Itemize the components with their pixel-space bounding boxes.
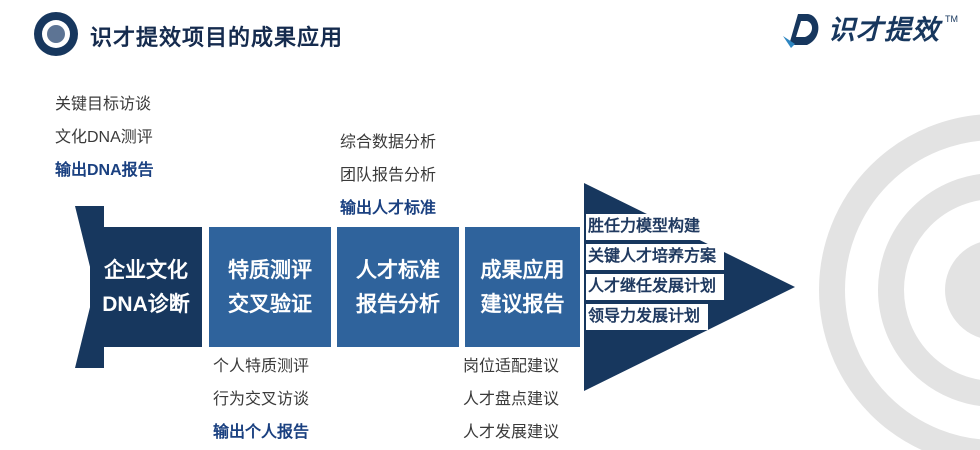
page-title: 识才提效项目的成果应用: [90, 25, 344, 50]
brand-name: 识才提效: [828, 15, 940, 45]
outcome-line: 人才继任发展计划: [586, 274, 725, 300]
header-target-logo-ring: [42, 20, 70, 48]
stage-label-line: 报告分析: [356, 292, 440, 316]
brand-d-icon: [783, 14, 819, 48]
brand-logo: 识才提效 TM: [781, 10, 958, 50]
stage-block-talent-standard: 人才标准 报告分析: [337, 227, 459, 347]
stage-label-line: 企业文化: [104, 258, 188, 282]
annotation-line: 文化DNA测评: [55, 129, 153, 146]
annotation-highlight-line: 输出人才标准: [340, 200, 437, 217]
outcome-line: 胜任力模型构建: [586, 214, 709, 240]
annotation-line: 个人特质测评: [213, 358, 310, 375]
stage-block-trait-assessment: 特质测评 交叉验证: [209, 227, 331, 347]
stage-label-line: 特质测评: [228, 258, 312, 282]
outcome-line: 领导力发展计划: [586, 304, 709, 330]
annotation-highlight-line: 输出DNA报告: [55, 162, 154, 179]
stage-label-line: 交叉验证: [228, 292, 312, 316]
annotation-line: 岗位适配建议: [463, 358, 560, 375]
annotation-stage3-above: 综合数据分析 团队报告分析 输出人才标准: [340, 126, 436, 225]
annotation-line: 人才发展建议: [463, 424, 560, 441]
annotation-highlight-line: 输出个人报告: [213, 424, 310, 441]
stage-label-line: DNA诊断: [102, 292, 190, 316]
annotation-line: 团队报告分析: [340, 167, 437, 184]
annotation-line: 关键目标访谈: [55, 96, 152, 113]
stage-label-line: 建议报告: [480, 292, 565, 316]
brand-trademark: TM: [945, 14, 958, 24]
annotation-line: 行为交叉访谈: [213, 391, 310, 408]
annotation-line: 人才盘点建议: [463, 391, 560, 408]
stage-block-culture-dna: 企业文化 DNA诊断: [90, 227, 202, 347]
annotation-stage2-below: 个人特质测评 行为交叉访谈 输出个人报告: [213, 350, 309, 449]
header-target-logo-icon: [34, 12, 78, 56]
stage-label-line: 成果应用: [480, 258, 565, 282]
annotation-line: 综合数据分析: [340, 134, 437, 151]
annotation-stage4-below: 岗位适配建议 人才盘点建议 人才发展建议: [463, 350, 559, 449]
stage-label-line: 人才标准: [356, 258, 440, 282]
header-target-logo-core: [47, 25, 65, 43]
bullseye-graphic: [819, 114, 980, 450]
annotation-stage1-above: 关键目标访谈 文化DNA测评 输出DNA报告: [55, 88, 154, 187]
outcome-list: 胜任力模型构建 关键人才培养方案 人才继任发展计划 领导力发展计划: [586, 214, 725, 334]
outcome-line: 关键人才培养方案: [586, 244, 725, 270]
stage-block-result-application: 成果应用 建议报告: [465, 227, 580, 347]
